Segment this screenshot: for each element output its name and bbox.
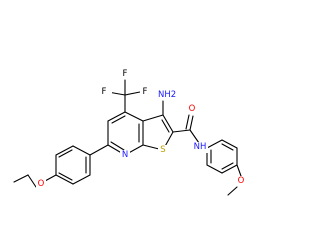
bond bbox=[142, 114, 164, 122]
pyridine-nitrogen-label: N bbox=[122, 150, 128, 160]
bond bbox=[221, 162, 234, 170]
molecular-structure-diagram: F F F NH2 N S O NH O O bbox=[13, 69, 246, 196]
bond-lines bbox=[13, 79, 242, 196]
fluorine-atom-1: F bbox=[102, 87, 107, 97]
bond bbox=[206, 164, 223, 174]
bond bbox=[162, 114, 174, 133]
bond bbox=[72, 145, 91, 156]
fluorine-atom-3: F bbox=[143, 87, 148, 97]
bond bbox=[161, 119, 170, 133]
bond bbox=[55, 174, 74, 185]
atom-labels: F F F NH2 N S O NH O O bbox=[36, 69, 246, 189]
bond bbox=[44, 174, 57, 182]
bond bbox=[221, 143, 234, 151]
bond bbox=[221, 164, 238, 174]
bond bbox=[107, 111, 126, 122]
carbonyl-oxygen-label: O bbox=[189, 104, 196, 114]
bond bbox=[27, 174, 37, 188]
bond bbox=[227, 186, 238, 196]
methoxy-oxygen-label: O bbox=[238, 176, 245, 186]
bond bbox=[172, 129, 191, 133]
ethoxy-oxygen-label: O bbox=[38, 179, 45, 189]
bond bbox=[189, 115, 194, 131]
bond bbox=[58, 149, 73, 158]
bond bbox=[236, 164, 242, 177]
bond bbox=[89, 144, 109, 156]
bond bbox=[55, 145, 74, 156]
amide-nitrogen-label: NH bbox=[194, 142, 207, 152]
bond bbox=[110, 141, 125, 151]
bond bbox=[124, 111, 144, 122]
fluorine-atom-2: F bbox=[123, 69, 128, 79]
bond bbox=[58, 172, 73, 181]
amine-group-label: NH2 bbox=[158, 90, 176, 100]
bond bbox=[111, 115, 126, 124]
bond bbox=[221, 139, 238, 149]
bond bbox=[13, 174, 29, 183]
thiophene-sulfur-label: S bbox=[160, 145, 165, 155]
bond bbox=[189, 129, 200, 144]
bond bbox=[124, 91, 141, 96]
bond bbox=[206, 139, 223, 149]
bond bbox=[185, 114, 190, 130]
bond bbox=[72, 174, 91, 185]
